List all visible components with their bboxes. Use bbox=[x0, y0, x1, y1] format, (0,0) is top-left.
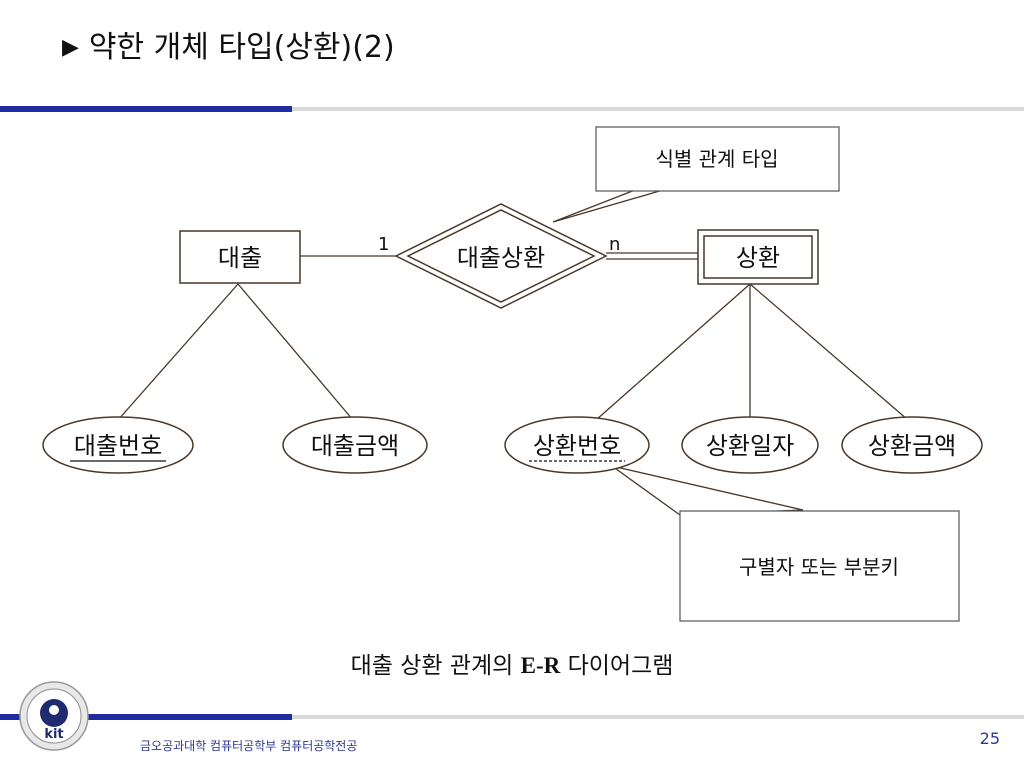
title-marker: ▶ bbox=[62, 35, 79, 60]
callout-discriminator-label: 구별자 또는 부분키 bbox=[739, 555, 899, 579]
title-rule bbox=[292, 107, 1024, 111]
caption-er: E-R bbox=[520, 653, 561, 678]
entity-loan-box[interactable] bbox=[179, 230, 301, 284]
connector-loan-amount bbox=[237, 283, 354, 421]
entity-repayment-box[interactable] bbox=[697, 229, 819, 285]
attribute-repayment-date[interactable] bbox=[681, 416, 819, 474]
diagram-caption: 대출 상환 관계의 E-R 다이어그램 bbox=[0, 646, 1024, 680]
attribute-repayment-number-label: 상환번호 bbox=[533, 432, 621, 460]
title-rule-accent bbox=[0, 106, 292, 112]
cardinality-left: 1 bbox=[378, 234, 389, 255]
connector-repayment-number bbox=[595, 283, 751, 421]
footer-text: 금오공과대학 컴퓨터공학부 컴퓨터공학전공 bbox=[140, 739, 358, 753]
callout-pointer-identifying bbox=[552, 189, 664, 223]
logo-text: kit bbox=[44, 727, 63, 742]
relationship-inner-diamond bbox=[406, 209, 596, 303]
attribute-repayment-amount[interactable] bbox=[841, 416, 983, 474]
callout-identifying-box bbox=[595, 126, 840, 192]
page-number: 25 bbox=[979, 729, 1000, 748]
relationship-diamond[interactable] bbox=[394, 203, 608, 309]
attribute-repayment-amount-label: 상환금액 bbox=[868, 432, 956, 460]
entity-repayment-inner-box bbox=[703, 235, 813, 279]
callout-discriminator-box bbox=[679, 510, 960, 622]
attribute-loan-number[interactable] bbox=[42, 416, 194, 474]
footer-rule bbox=[292, 715, 1024, 719]
footer-rule-accent bbox=[0, 714, 292, 720]
relationship-label: 대출상환 bbox=[457, 244, 545, 272]
university-logo: kit bbox=[19, 681, 89, 751]
callout-identifying-label: 식별 관계 타입 bbox=[655, 147, 778, 171]
connector-repayment-amount bbox=[749, 283, 909, 421]
attribute-repayment-number[interactable] bbox=[504, 416, 650, 474]
callout-pointer-discriminator bbox=[611, 465, 804, 516]
entity-repayment-label: 상환 bbox=[736, 244, 780, 272]
caption-suffix: 다이어그램 bbox=[560, 653, 674, 679]
title-text: 약한 개체 타입(상환)(2) bbox=[88, 30, 395, 65]
attribute-loan-amount-label: 대출금액 bbox=[311, 432, 399, 460]
attribute-repayment-date-label: 상환일자 bbox=[706, 432, 794, 460]
attribute-loan-amount[interactable] bbox=[282, 416, 428, 474]
slide-title: ▶ 약한 개체 타입(상환)(2) bbox=[62, 22, 395, 66]
cardinality-right: n bbox=[609, 234, 620, 255]
attribute-loan-number-label: 대출번호 bbox=[74, 432, 162, 460]
entity-loan-label: 대출 bbox=[218, 244, 262, 272]
connector-loan-number bbox=[117, 283, 239, 421]
caption-prefix: 대출 상환 관계의 bbox=[350, 653, 521, 679]
